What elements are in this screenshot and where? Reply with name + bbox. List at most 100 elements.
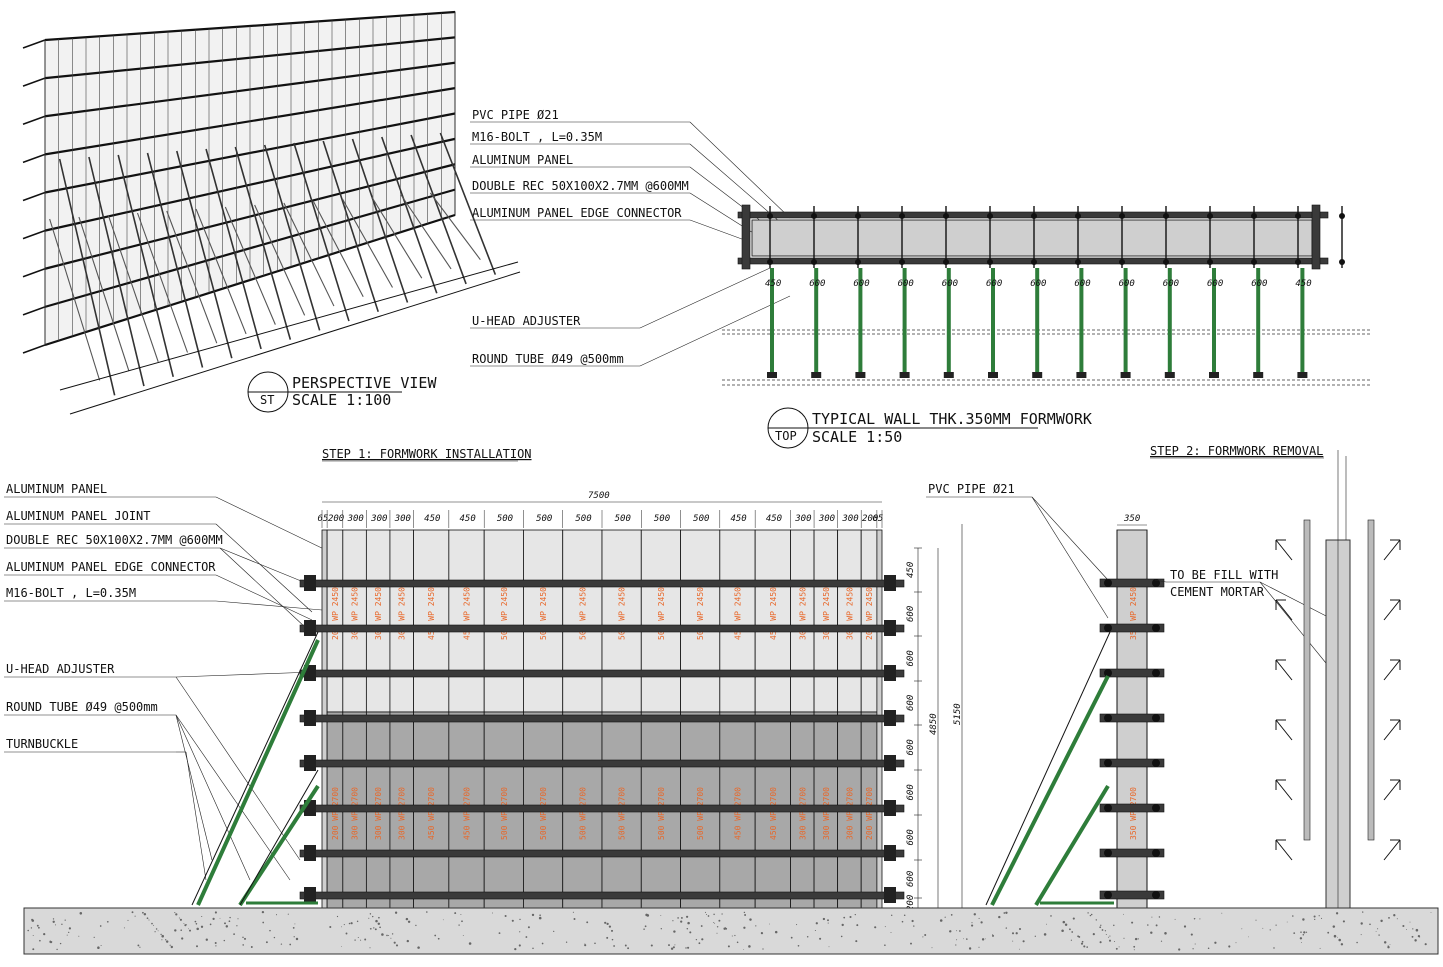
- perspective-brace: [312, 200, 364, 298]
- top-view: PVC PIPE Ø21 M16-BOLT , L=0.35M ALUMINUM…: [470, 108, 1372, 449]
- ground-speck: [214, 911, 217, 914]
- ground-speck: [1380, 919, 1383, 923]
- top-wall-section: [751, 219, 1313, 257]
- top-bolt-nut: [811, 213, 817, 219]
- lower-panel-label: 300 WP 2700: [374, 787, 383, 840]
- ground-speck: [30, 927, 33, 929]
- ground-speck: [1003, 912, 1006, 914]
- waler-clamp-left: [304, 755, 316, 771]
- ground-speck: [949, 930, 952, 933]
- section-bolt-nut: [1152, 849, 1160, 857]
- panel-width-dim: 65: [872, 514, 883, 524]
- section-bolt-nut: [1152, 669, 1160, 677]
- ground-speck: [978, 917, 980, 919]
- ground-speck: [157, 930, 159, 932]
- ground-speck: [343, 924, 345, 926]
- ground-speck: [1064, 923, 1068, 927]
- ground-speck: [610, 929, 614, 932]
- ground-speck: [565, 941, 568, 943]
- ground-speck: [498, 932, 501, 935]
- ground-speck: [127, 919, 129, 921]
- lower-panel-label: 500 WP 2700: [618, 787, 627, 840]
- ground-speck: [32, 935, 34, 936]
- ground-speck: [228, 920, 231, 923]
- ground-speck: [1178, 948, 1181, 951]
- perspective-brace: [351, 138, 409, 303]
- perspective-brace: [88, 156, 145, 387]
- ground-speck: [262, 921, 265, 924]
- ground-speck: [287, 913, 289, 915]
- ground-speck: [242, 944, 244, 946]
- ground-speck: [151, 922, 153, 925]
- ground-speck: [56, 948, 58, 951]
- section-bolt-nut: [1104, 849, 1112, 857]
- ground-speck: [43, 932, 46, 936]
- ground-speck: [1360, 922, 1363, 925]
- ground-speck: [405, 917, 409, 921]
- step1-waler: [299, 849, 905, 858]
- ground-speck: [819, 937, 822, 940]
- ground-speck: [539, 914, 541, 916]
- removal-arrow-right: [1383, 839, 1401, 861]
- step1-waler: [299, 669, 905, 678]
- ground-speck: [369, 947, 371, 949]
- removal-arrow-right: [1383, 659, 1401, 681]
- ground-speck: [924, 934, 927, 936]
- ground-speck: [1164, 932, 1167, 935]
- section-bolts: [1099, 578, 1165, 900]
- perspective-brace: [283, 202, 335, 307]
- ground-speck: [369, 927, 372, 930]
- step1-label-bolt: M16-BOLT , L=0.35M: [6, 586, 136, 600]
- top-bolt-nut: [1207, 213, 1213, 219]
- top-prop-base: [1253, 372, 1264, 378]
- ground-speck: [1318, 915, 1320, 917]
- ground-speck: [386, 934, 388, 937]
- ground-speck: [188, 928, 189, 930]
- ground-speck: [155, 928, 158, 930]
- section-view: PVC PIPE Ø21 350 350 WP 2450 350 WP 2700…: [926, 482, 1331, 909]
- ground-speck: [183, 922, 185, 924]
- ground-speck: [1293, 932, 1296, 934]
- ground-speck: [685, 947, 687, 949]
- ground-speck: [1086, 946, 1088, 948]
- ground-speck: [768, 923, 770, 925]
- perspective-brace: [400, 194, 452, 270]
- ground-speck: [174, 912, 176, 914]
- ground-speck: [265, 941, 268, 944]
- ground-speck: [673, 930, 676, 933]
- ground-speck: [762, 948, 764, 950]
- top-bolt-nut: [1119, 213, 1125, 219]
- ground-speck: [175, 913, 178, 916]
- ground-speck: [139, 946, 141, 948]
- ground-speck: [971, 924, 974, 927]
- ground-speck: [644, 925, 647, 928]
- ground-speck: [670, 947, 674, 950]
- ground-speck: [1151, 916, 1153, 918]
- section-bolt-nut: [1104, 624, 1112, 632]
- perspective-brace: [49, 218, 101, 381]
- ground-speck: [815, 922, 818, 925]
- ground-speck: [1332, 925, 1336, 928]
- perspective-brace: [58, 158, 116, 396]
- ground-speck: [707, 915, 710, 917]
- ground-speck: [79, 912, 83, 915]
- ground-speck: [215, 945, 217, 947]
- lower-panel-label: 450 WP 2700: [463, 787, 472, 840]
- top-bolt-nut: [1163, 213, 1169, 219]
- removal-arrow-left: [1275, 539, 1293, 561]
- ground-speck: [294, 923, 296, 925]
- ground-speck: [1375, 931, 1377, 932]
- top-prop-base: [1209, 372, 1219, 378]
- waler-clamp-right: [884, 887, 896, 903]
- vertical-dim-value: 600: [906, 739, 916, 755]
- ground-speck: [390, 937, 392, 939]
- ground-speck: [718, 919, 721, 922]
- step1-label-double-rec: DOUBLE REC 50X100X2.7MM @600MM: [6, 533, 223, 547]
- step1-label-turnbuckle: TURNBUCKLE: [6, 737, 78, 751]
- top-bolt-nut: [1119, 259, 1125, 265]
- ground-speck: [1362, 911, 1364, 913]
- upper-panel-label: 450 WP 2450: [769, 587, 778, 640]
- lower-panel-label: 200 WP 2700: [865, 787, 874, 840]
- lower-panel-label: 450 WP 2700: [427, 787, 436, 840]
- ground-speck: [573, 918, 576, 920]
